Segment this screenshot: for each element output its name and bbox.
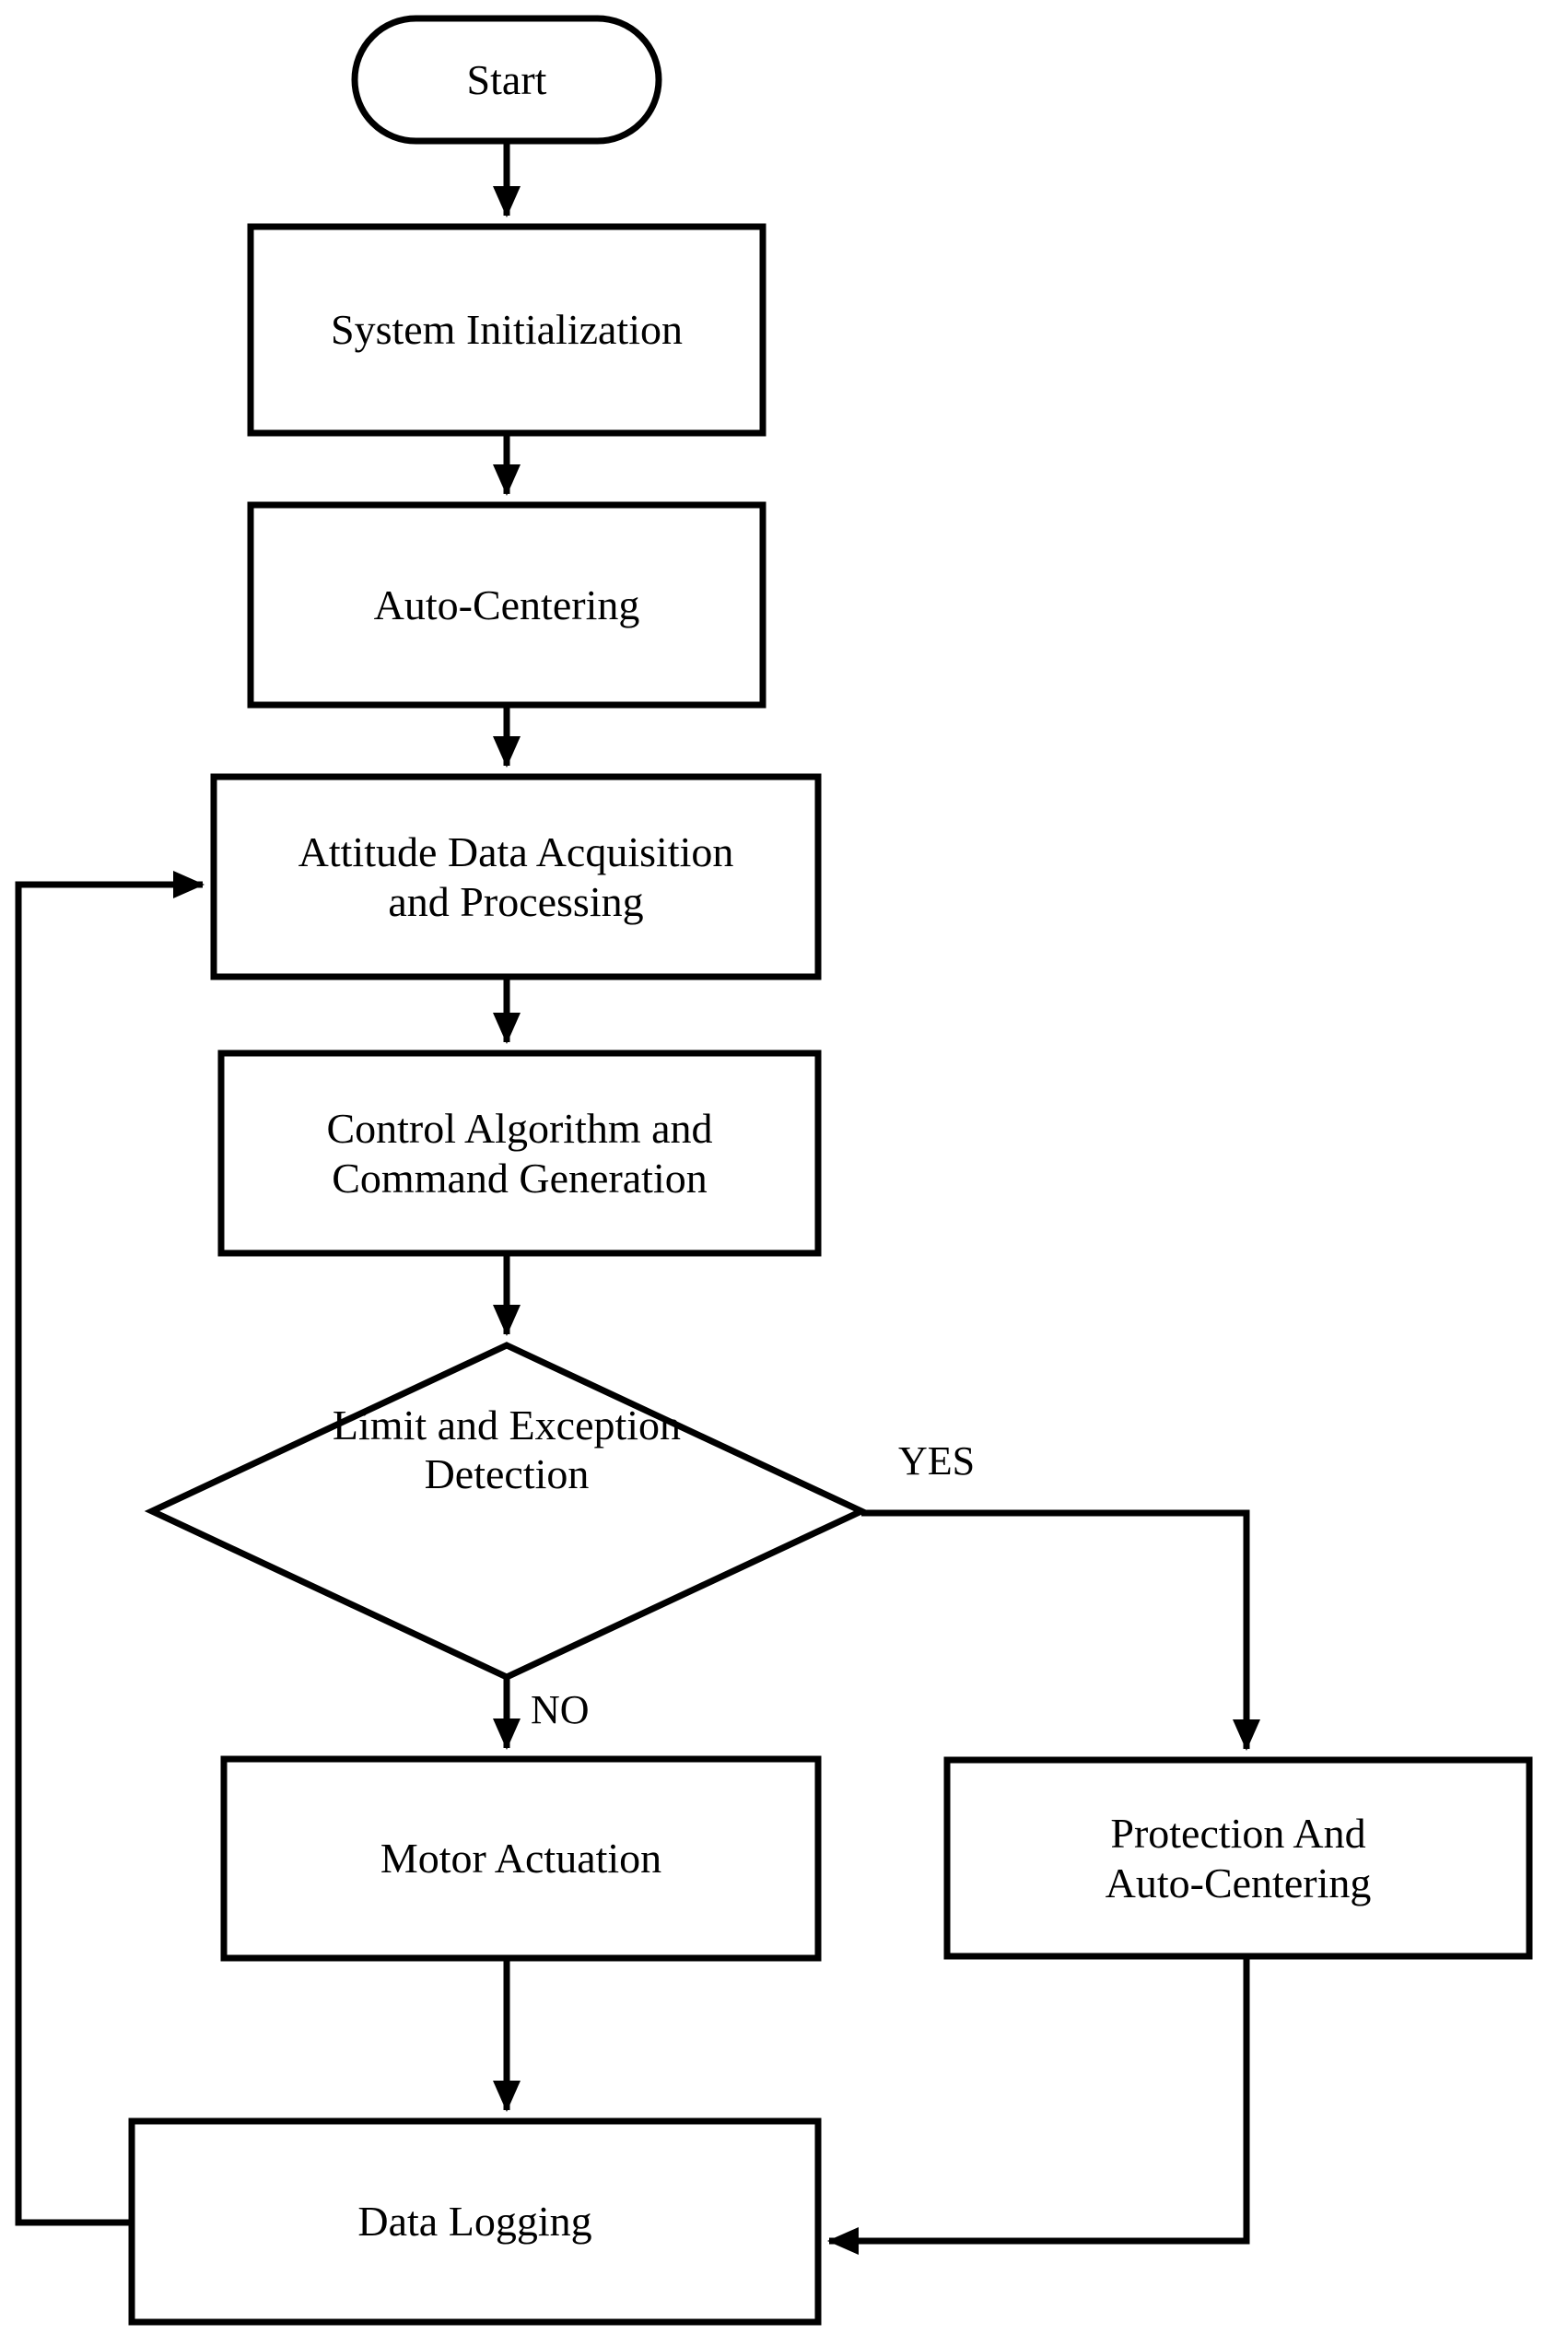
node-shape-auto-centering (247, 501, 766, 709)
edge-data-logging-feedback-to-attitude-acquisition (15, 871, 205, 2226)
node-shape-motor-actuation (220, 1755, 822, 1962)
edge-limit-detection-yes-to-protection (861, 1509, 1260, 1751)
node-shape-protection-auto-centering (943, 1756, 1533, 1960)
node-shape-start (351, 15, 662, 145)
node-shape-attitude-acquisition (210, 773, 822, 980)
node-shape-limit-detection (144, 1342, 870, 1681)
edge-protection-to-data-logging (827, 1956, 1250, 2255)
node-shape-system-initialization (247, 223, 766, 437)
node-shape-control-algorithm (217, 1050, 822, 1257)
node-shape-data-logging (128, 2117, 822, 2326)
